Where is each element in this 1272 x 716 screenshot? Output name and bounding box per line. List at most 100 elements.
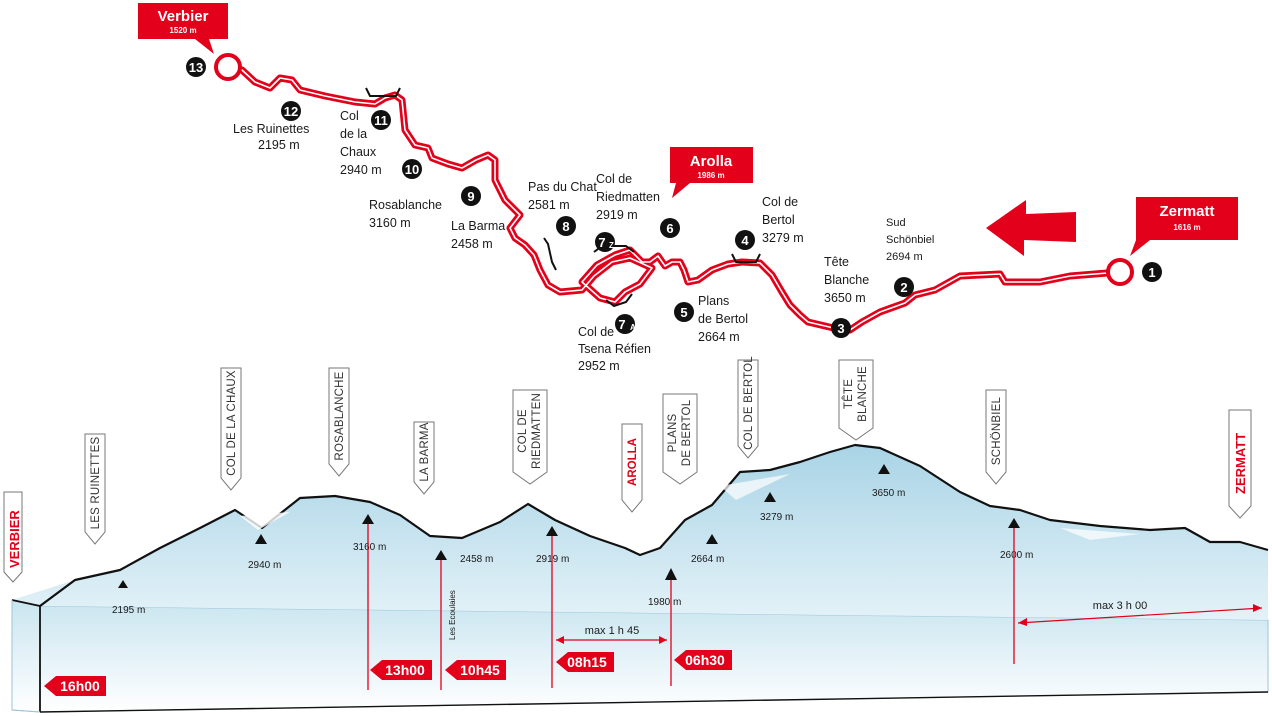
stage-marker-11: 11 [371, 110, 391, 130]
time-1300: 13h00 [370, 660, 432, 680]
profile-tag-text: COL DE LA CHAUX [226, 370, 238, 476]
profile-tag-text: AROLLA [627, 438, 639, 486]
alt-2664: 2664 m [691, 554, 724, 565]
altitude-labels: 2195 m 2940 m 3160 m 2458 m 2919 m 1980 … [112, 488, 1033, 616]
svg-text:Verbier: Verbier [158, 8, 209, 25]
label-rosablanche: Rosablanche 3160 m [369, 198, 442, 230]
svg-text:6: 6 [666, 221, 673, 236]
svg-text:2458 m: 2458 m [451, 237, 493, 251]
svg-text:11: 11 [374, 113, 388, 128]
stage-marker-1: 1 [1142, 262, 1162, 282]
label-col-chaux: Col de la Chaux 2940 m [340, 109, 382, 177]
svg-text:Rosablanche: Rosablanche [369, 198, 442, 212]
pass-marker-tsena [605, 293, 633, 308]
label-schonbiel: Sud Schönbiel 2694 m [886, 217, 934, 263]
time-1045: 10h45 [445, 660, 506, 680]
svg-text:La Barma: La Barma [451, 219, 505, 233]
pass-marker-bertol [731, 253, 761, 263]
svg-text:13: 13 [189, 60, 203, 75]
profile-left-face [11, 600, 41, 713]
svg-text:1986 m: 1986 m [697, 171, 724, 180]
svg-text:Col de: Col de [596, 172, 632, 186]
svg-text:4: 4 [741, 233, 749, 248]
altitude-markers [118, 464, 1020, 588]
profile-tag-text: BLANCHE [857, 366, 869, 422]
svg-text:1616 m: 1616 m [1173, 223, 1200, 232]
svg-text:1520 m: 1520 m [169, 26, 196, 35]
svg-text:2919 m: 2919 m [596, 208, 638, 222]
svg-text:10: 10 [405, 162, 419, 177]
svg-text:08h15: 08h15 [567, 654, 607, 670]
stage-marker-12: 12 [281, 101, 301, 121]
profile-tag-text: DE BERTOL [681, 399, 693, 466]
profile-tag-text: ROSABLANCHE [334, 371, 346, 460]
svg-text:VERBIER: VERBIER [7, 510, 22, 568]
time-1600: 16h00 [44, 676, 106, 696]
svg-text:2195 m: 2195 m [258, 138, 300, 152]
profile-tag-arolla: AROLLA [621, 423, 643, 513]
timing-lines [367, 524, 1015, 690]
stage-marker-4: 4 [735, 230, 755, 250]
alt-3279: 3279 m [760, 512, 793, 523]
alt-1980: 1980 m [648, 597, 681, 608]
svg-text:Tête: Tête [824, 255, 849, 269]
zermatt-box: Zermatt 1616 m [1130, 197, 1238, 256]
svg-text:1: 1 [1148, 265, 1155, 280]
arolla-box: Arolla 1986 m [670, 147, 753, 198]
svg-text:Col de: Col de [578, 325, 614, 339]
svg-text:Chaux: Chaux [340, 145, 377, 159]
map-route [214, 53, 1134, 334]
profile-tag-chaux: COL DE LA CHAUX [220, 367, 242, 491]
svg-text:06h30: 06h30 [685, 652, 725, 668]
svg-text:Riedmatten: Riedmatten [596, 190, 660, 204]
profile-tag-ruinettes: LES RUINETTES [84, 433, 106, 545]
svg-text:Blanche: Blanche [824, 273, 869, 287]
svg-text:8: 8 [562, 219, 569, 234]
ice-highlight [720, 474, 790, 500]
svg-text:Pas du Chat: Pas du Chat [528, 180, 597, 194]
svg-text:de la: de la [340, 127, 367, 141]
label-col-tsena: Col de Tsena Réfien 2952 m [578, 325, 651, 373]
svg-text:ZERMATT: ZERMATT [1233, 433, 1248, 494]
svg-text:16h00: 16h00 [60, 678, 100, 694]
pass-marker-chaux [365, 87, 401, 97]
stage-marker-9: 9 [461, 186, 481, 206]
svg-text:Col de: Col de [762, 195, 798, 209]
direction-arrow-icon [986, 200, 1076, 256]
svg-text:Sud: Sud [886, 217, 906, 229]
label-col-bertol: Col de Bertol 3279 m [762, 195, 804, 245]
svg-text:max 3 h 00: max 3 h 00 [1093, 600, 1147, 612]
stage-marker-10: 10 [402, 159, 422, 179]
stage-marker-6: 6 [660, 218, 680, 238]
profile-tag-schonbiel: SCHÖNBIEL [985, 389, 1007, 485]
svg-text:2: 2 [900, 280, 907, 295]
time-0630: 06h30 [674, 650, 732, 670]
alt-2195: 2195 m [112, 605, 145, 616]
profile-tag-text: SCHÖNBIEL [991, 396, 1003, 465]
svg-text:A: A [630, 323, 636, 332]
svg-text:Plans: Plans [698, 294, 729, 308]
profile-tag-rosablanche: ROSABLANCHE [328, 367, 350, 477]
svg-text:10h45: 10h45 [460, 662, 500, 678]
svg-text:3160 m: 3160 m [369, 216, 411, 230]
svg-text:3279 m: 3279 m [762, 231, 804, 245]
time-0815: 08h15 [556, 652, 614, 672]
label-ruinettes: Les Ruinettes 2195 m [233, 122, 309, 152]
stage-marker-8: 8 [556, 216, 576, 236]
svg-text:2952 m: 2952 m [578, 359, 620, 373]
svg-text:3650 m: 3650 m [824, 291, 866, 305]
les-ecoulaies-label: Les Ecoulaies [448, 590, 457, 640]
pass-marker-pas-du-chat [543, 237, 557, 271]
alt-3160: 3160 m [353, 542, 386, 553]
label-la-barma: La Barma 2458 m [451, 219, 505, 251]
verbier-box: Verbier 1520 m [138, 3, 228, 54]
svg-text:7: 7 [618, 317, 625, 332]
route-line [226, 63, 1124, 334]
